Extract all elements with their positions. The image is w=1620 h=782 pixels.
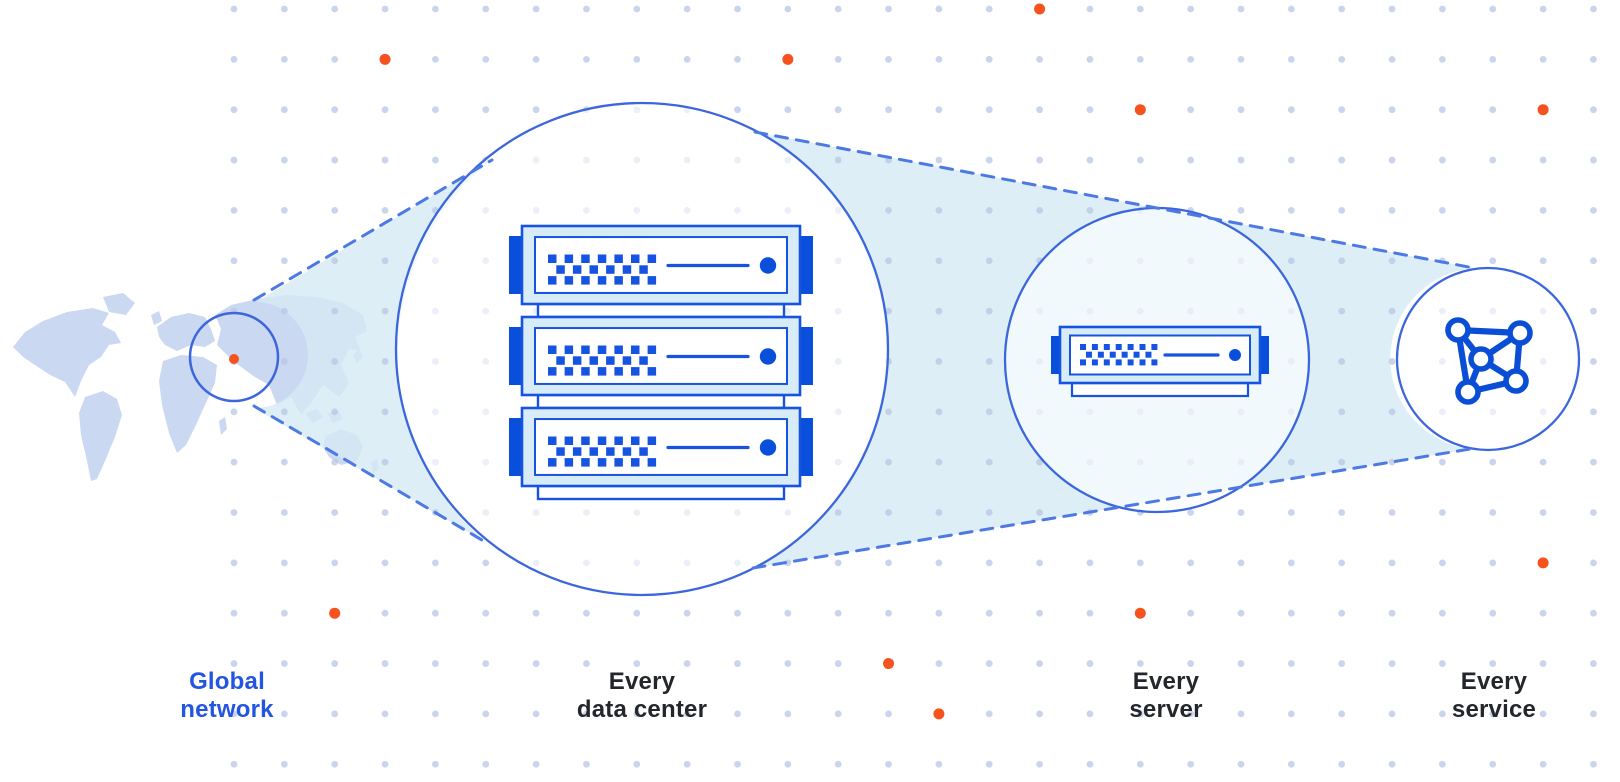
label-every-server: Every server	[1036, 668, 1296, 724]
label-line: network	[180, 696, 274, 723]
label-line: server	[1129, 696, 1203, 723]
accent-orange-dots	[229, 3, 1549, 720]
beam-map-to-datacenter	[254, 160, 492, 543]
server-unit-icon	[1051, 325, 1269, 398]
label-line: data center	[576, 696, 708, 723]
map-location-circle	[188, 311, 280, 403]
network-mesh-icon	[1445, 317, 1533, 405]
label-line: Every	[1132, 668, 1200, 695]
label-line: Global	[189, 668, 265, 695]
label-line: service	[1451, 696, 1537, 723]
label-every-data-center: Every data center	[512, 668, 772, 724]
label-every-service: Every service	[1364, 668, 1620, 724]
label-line: Every	[608, 668, 676, 695]
label-line: Every	[1460, 668, 1528, 695]
label-global-network: Global network	[97, 668, 357, 724]
zoom-guide-lines	[252, 130, 1476, 570]
server-rack-icon	[509, 224, 813, 501]
